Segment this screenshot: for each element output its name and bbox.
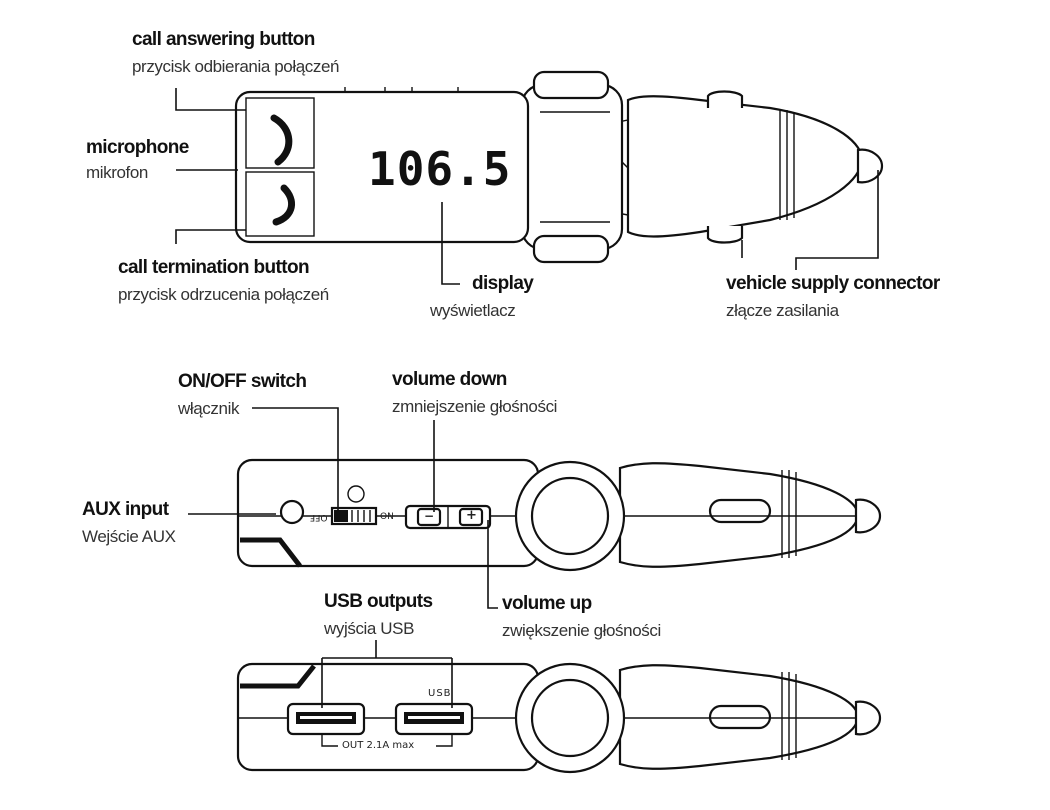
volume-up-label: volume up [502,593,592,614]
bottom-plug [606,664,882,770]
top-plug [589,90,884,244]
microphone-label: microphone [86,137,189,158]
leader-vehicle-supply [795,170,879,270]
usb-rating-label: OUT 2.1A max [342,740,415,751]
on-off-label-pl: włącznik [178,399,240,418]
bottom-view-device [236,640,882,774]
call-termination-label: call termination button [118,257,310,278]
switch-on-label: ON [380,512,394,522]
top-view-device [175,70,884,285]
volume-buttons [404,504,492,530]
bottom-body [236,662,540,772]
volume-up-label-pl: zwiększenie głośności [502,621,661,640]
leader-on-off [252,407,339,512]
call-termination-label-pl: przycisk odrzucenia połączeń [118,285,329,304]
leader-call-answer [175,88,246,111]
usb-port-2 [394,702,474,736]
on-off-switch [330,506,378,526]
display-readout: 106.5 [368,142,512,196]
top-swivel [520,70,624,264]
display-label: display [472,273,534,294]
switch-off-label: OFF [310,512,328,522]
microphone-label-pl: mikrofon [86,163,148,182]
leader-usb-outputs [321,640,453,708]
phone-answer-icon [270,114,293,166]
middle-body [236,458,540,568]
middle-swivel [514,460,626,572]
aux-jack [279,499,305,525]
bottom-swivel [514,662,626,774]
usb-outputs-label: USB outputs [324,591,433,612]
usb-label: USB [428,688,452,699]
leader-volume-up [487,520,498,609]
middle-view-device [188,407,882,609]
call-answer-label-pl: przycisk odbierania połączeń [132,57,340,76]
volume-down-symbol: − [424,509,435,523]
vehicle-supply-label: vehicle supply connector [726,273,940,294]
on-off-label: ON/OFF switch [178,371,307,392]
usb-port-1 [286,702,366,736]
call-answer-label: call answering button [132,29,315,50]
vehicle-supply-label-pl: złącze zasilania [726,301,839,320]
phone-hangup-icon [272,184,295,226]
leader-call-termination [175,229,246,244]
top-body [234,87,530,244]
aux-input-label: AUX input [82,499,169,520]
volume-down-label-pl: zmniejszenie głośności [392,397,558,416]
usb-outputs-label-pl: wyjścia USB [324,619,415,638]
volume-down-label: volume down [392,369,507,390]
aux-input-label-pl: Wejście AUX [82,527,176,546]
display-label-pl: wyświetlacz [430,301,516,320]
middle-plug [606,462,882,568]
volume-up-symbol: + [466,508,477,523]
leader-display [441,202,460,285]
